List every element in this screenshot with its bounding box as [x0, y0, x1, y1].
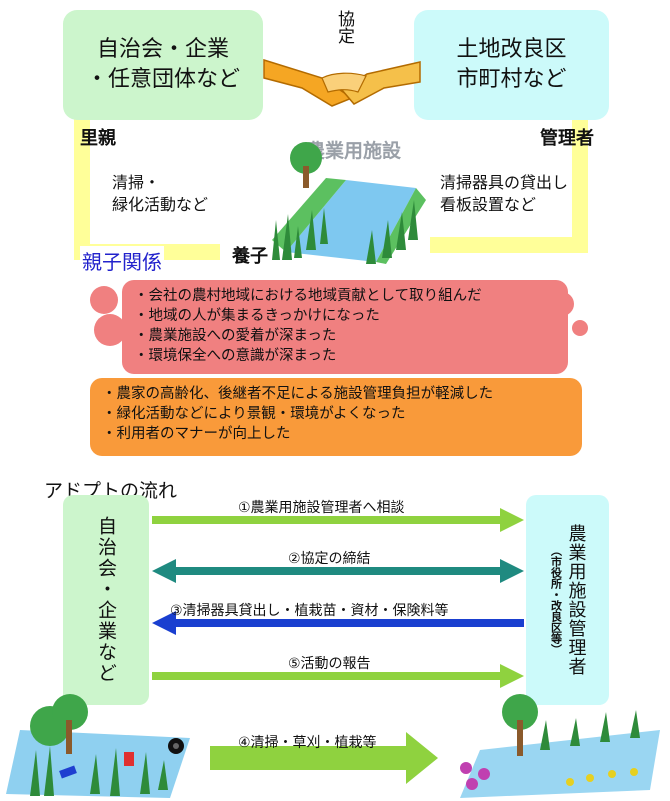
step-1-label: ①農業用施設管理者へ相談 [238, 497, 405, 517]
step-5-label: ⑤活動の報告 [288, 653, 371, 673]
step-4-label: ④清掃・草刈・植栽等 [238, 732, 377, 752]
step-3-label: ③清掃器具貸出し・植栽苗・資材・保険料等 [170, 600, 449, 620]
canal-after-illustration [440, 690, 670, 801]
step-2-label: ②協定の締結 [288, 548, 371, 568]
canal-before-illustration [0, 690, 200, 801]
